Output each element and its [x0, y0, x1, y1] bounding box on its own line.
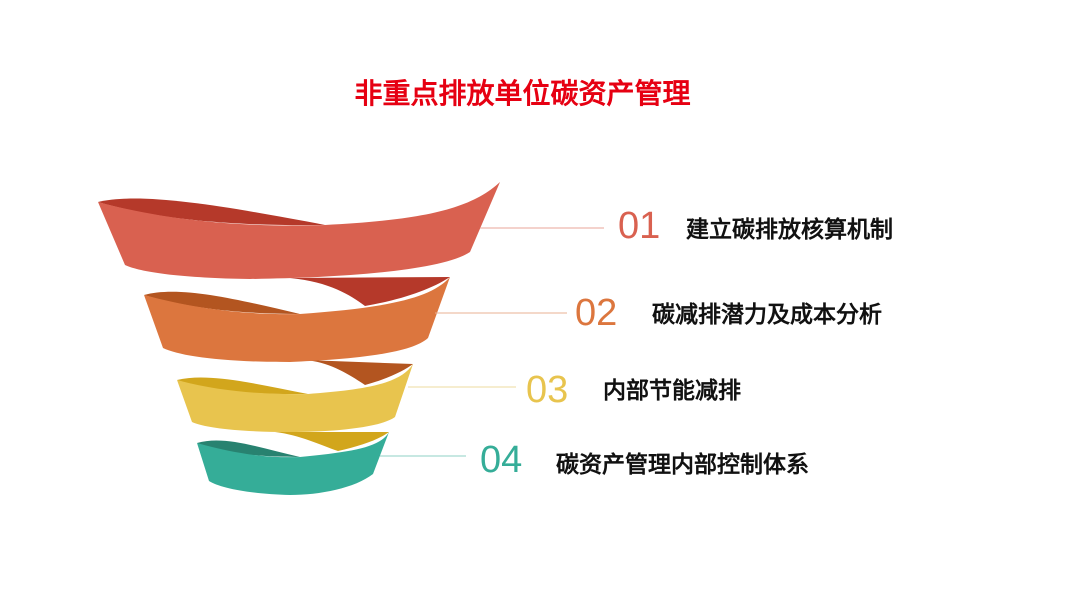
funnel-band-1	[98, 182, 500, 279]
funnel-band-4	[197, 432, 389, 495]
funnel-band-3-under	[275, 432, 389, 451]
item-label-1: 建立碳排放核算机制	[686, 217, 893, 243]
item-number-4: 04	[480, 439, 523, 481]
slide-title: 非重点排放单位碳资产管理	[354, 77, 691, 110]
funnel-band-1-under	[290, 277, 450, 306]
item-number-3: 03	[526, 369, 569, 411]
item-number-2: 02	[575, 292, 618, 334]
item-label-3: 内部节能减排	[603, 378, 741, 404]
funnel-band-2-under	[305, 360, 413, 385]
item-label-4: 碳资产管理内部控制体系	[556, 452, 809, 478]
item-label-2: 碳减排潜力及成本分析	[652, 302, 882, 328]
funnel-band-2-back	[144, 291, 300, 314]
item-number-1: 01	[618, 205, 661, 247]
funnel-band-3	[177, 364, 413, 432]
funnel-band-3-back	[177, 377, 308, 395]
funnel-band-4-back	[197, 440, 300, 457]
funnel-band-1-back	[98, 198, 325, 226]
funnel-band-2	[144, 277, 450, 362]
